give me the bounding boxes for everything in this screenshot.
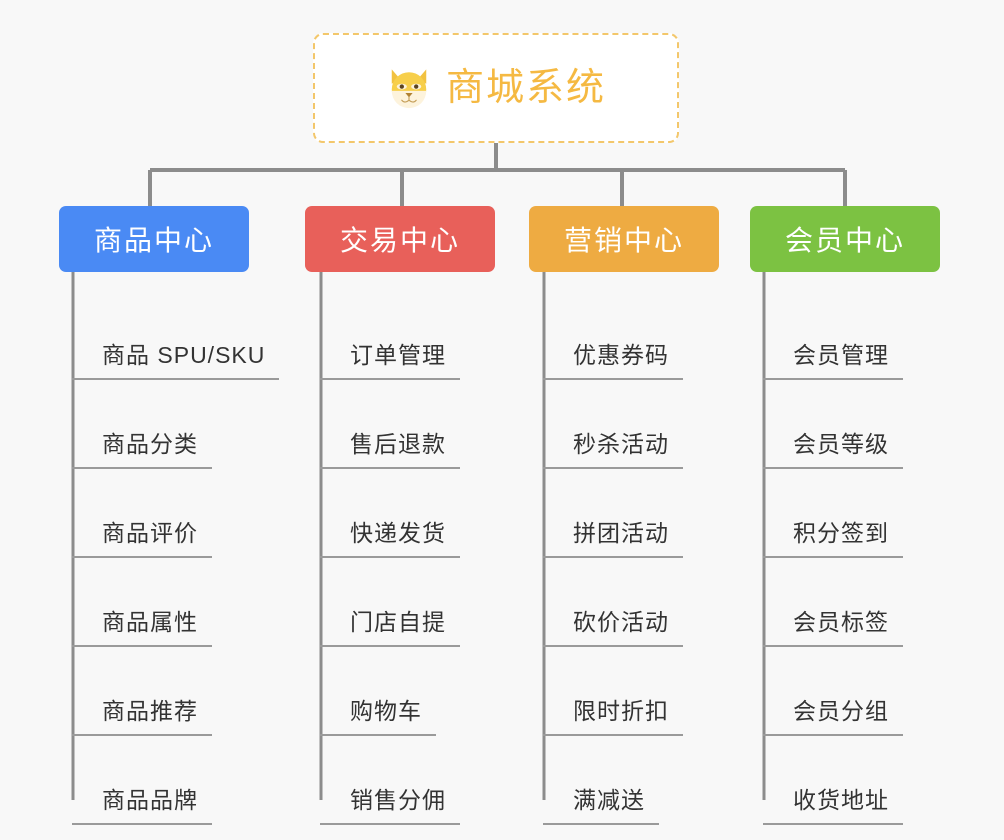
- list-item[interactable]: 购物车: [320, 650, 525, 739]
- list-item-label: 商品品牌: [72, 781, 212, 825]
- root-title: 商城系统: [445, 67, 606, 109]
- category-column-2: 营销中心优惠券码秒杀活动拼团活动砍价活动限时折扣满减送: [518, 206, 750, 828]
- list-item-label: 会员标签: [763, 603, 903, 647]
- list-item-label: 商品推荐: [72, 692, 212, 736]
- list-item-label: 订单管理: [320, 336, 460, 380]
- item-list-0: 商品 SPU/SKU 商品分类商品评价商品属性商品推荐商品品牌: [55, 294, 287, 828]
- list-item-label: 销售分佣: [320, 781, 460, 825]
- list-item[interactable]: 商品 SPU/SKU: [72, 294, 287, 383]
- list-item[interactable]: 秒杀活动: [543, 383, 750, 472]
- list-item-label: 快递发货: [320, 514, 460, 558]
- list-item-label: 拼团活动: [543, 514, 683, 558]
- list-item-label: 会员等级: [763, 425, 903, 469]
- list-item[interactable]: 销售分佣: [320, 739, 525, 828]
- item-list-2: 优惠券码秒杀活动拼团活动砍价活动限时折扣满减送: [518, 294, 750, 828]
- list-item-label: 优惠券码: [543, 336, 683, 380]
- list-item[interactable]: 商品推荐: [72, 650, 287, 739]
- list-item[interactable]: 商品评价: [72, 472, 287, 561]
- list-item-label: 门店自提: [320, 603, 460, 647]
- list-item-label: 商品 SPU/SKU: [72, 336, 280, 380]
- list-item[interactable]: 砍价活动: [543, 561, 750, 650]
- list-item-label: 售后退款: [320, 425, 460, 469]
- list-item-label: 砍价活动: [543, 603, 683, 647]
- list-item[interactable]: 限时折扣: [543, 650, 750, 739]
- list-item[interactable]: 满减送: [543, 739, 750, 828]
- category-header-1[interactable]: 交易中心: [305, 206, 495, 272]
- list-item[interactable]: 积分签到: [763, 472, 970, 561]
- list-item-label: 商品属性: [72, 603, 212, 647]
- list-item-label: 满减送: [543, 781, 659, 825]
- category-header-2[interactable]: 营销中心: [529, 206, 719, 272]
- root-node[interactable]: 商城系统: [313, 33, 679, 143]
- category-column-1: 交易中心订单管理售后退款快递发货门店自提购物车销售分佣: [293, 206, 525, 828]
- category-column-3: 会员中心会员管理会员等级积分签到会员标签会员分组收货地址: [738, 206, 970, 828]
- list-item[interactable]: 会员等级: [763, 383, 970, 472]
- item-list-3: 会员管理会员等级积分签到会员标签会员分组收货地址: [738, 294, 970, 828]
- item-list-1: 订单管理售后退款快递发货门店自提购物车销售分佣: [293, 294, 525, 828]
- list-item[interactable]: 拼团活动: [543, 472, 750, 561]
- list-item-label: 商品分类: [72, 425, 212, 469]
- list-item[interactable]: 优惠券码: [543, 294, 750, 383]
- list-item[interactable]: 会员管理: [763, 294, 970, 383]
- list-item[interactable]: 商品品牌: [72, 739, 287, 828]
- list-item[interactable]: 收货地址: [763, 739, 970, 828]
- list-item[interactable]: 会员标签: [763, 561, 970, 650]
- list-item-label: 商品评价: [72, 514, 212, 558]
- list-item-label: 积分签到: [763, 514, 903, 558]
- list-item-label: 秒杀活动: [543, 425, 683, 469]
- list-item[interactable]: 商品属性: [72, 561, 287, 650]
- list-item[interactable]: 商品分类: [72, 383, 287, 472]
- list-item[interactable]: 售后退款: [320, 383, 525, 472]
- category-header-3[interactable]: 会员中心: [750, 206, 940, 272]
- list-item-label: 会员管理: [763, 336, 903, 380]
- list-item[interactable]: 门店自提: [320, 561, 525, 650]
- list-item-label: 收货地址: [763, 781, 903, 825]
- list-item-label: 限时折扣: [543, 692, 683, 736]
- list-item-label: 会员分组: [763, 692, 903, 736]
- list-item[interactable]: 会员分组: [763, 650, 970, 739]
- category-column-0: 商品中心商品 SPU/SKU 商品分类商品评价商品属性商品推荐商品品牌: [55, 206, 287, 828]
- list-item[interactable]: 快递发货: [320, 472, 525, 561]
- category-header-0[interactable]: 商品中心: [59, 206, 249, 272]
- list-item[interactable]: 订单管理: [320, 294, 525, 383]
- dog-face-icon: [391, 69, 427, 109]
- list-item-label: 购物车: [320, 692, 436, 736]
